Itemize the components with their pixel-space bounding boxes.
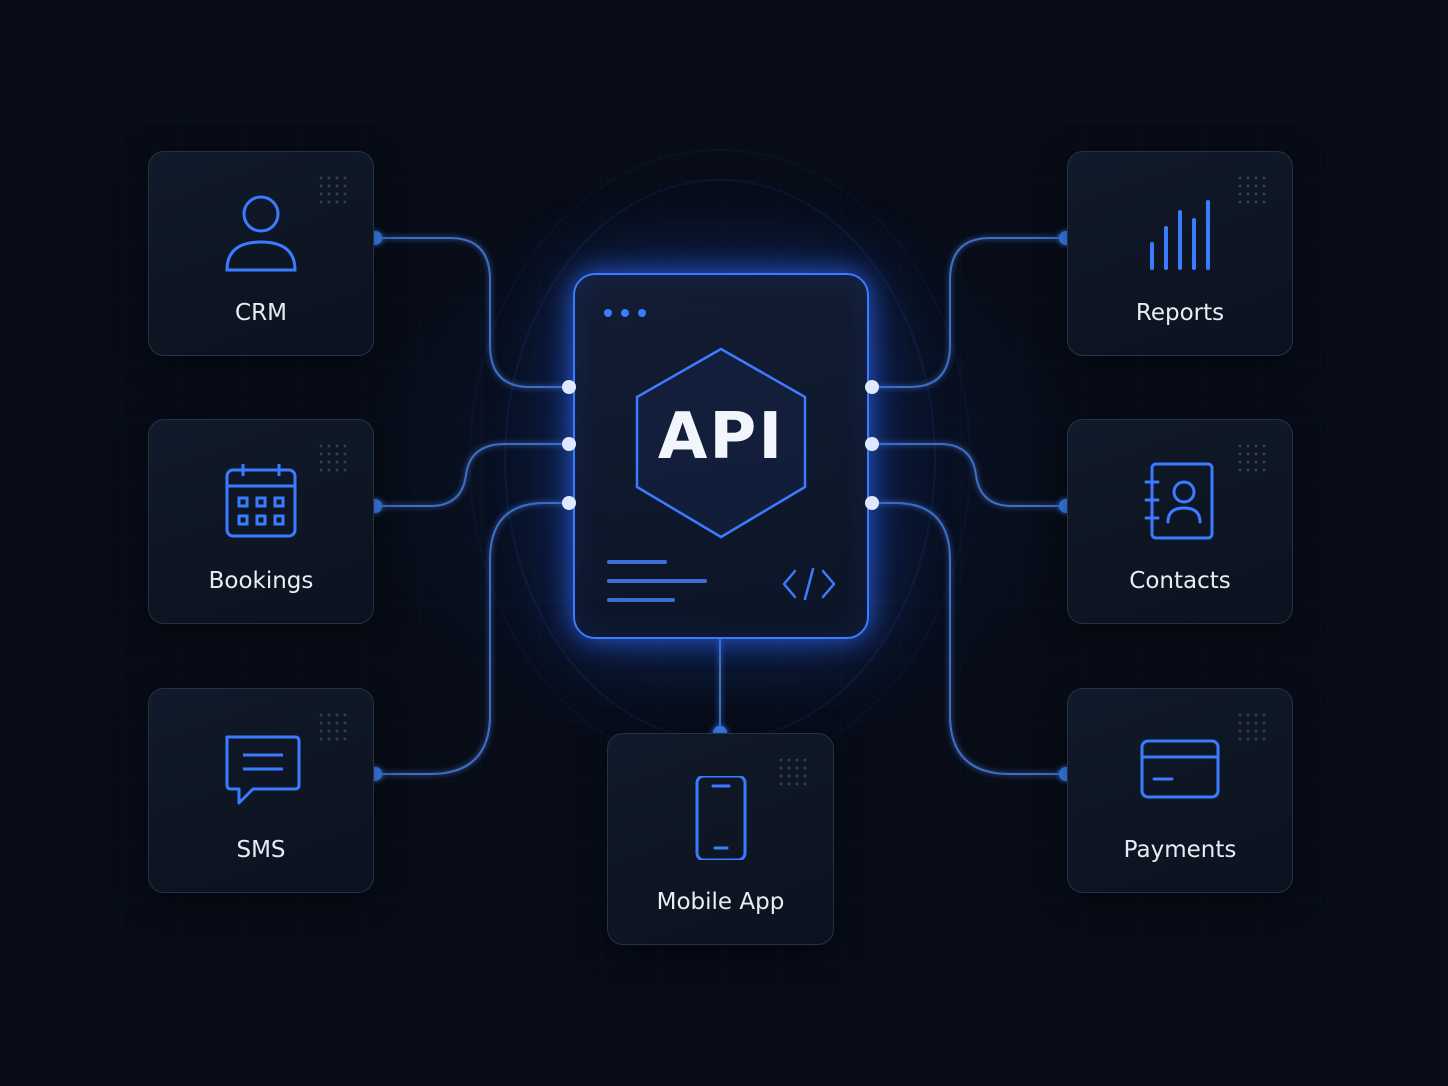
hub-title: API bbox=[657, 400, 785, 474]
node-label: Mobile App bbox=[656, 889, 785, 915]
bar-chart-icon bbox=[1150, 200, 1210, 270]
node-reports[interactable]: Reports bbox=[1067, 151, 1293, 356]
node-contacts[interactable]: Contacts bbox=[1067, 419, 1293, 624]
node-sms[interactable]: SMS bbox=[148, 688, 374, 893]
window-dot-icon bbox=[621, 309, 629, 317]
dot-grid bbox=[1236, 442, 1270, 476]
node-bookings[interactable]: Bookings bbox=[148, 419, 374, 624]
wire-reports bbox=[872, 237, 1066, 388]
text-lines-icon bbox=[607, 560, 707, 602]
hexagon-icon bbox=[635, 347, 807, 539]
node-crm[interactable]: CRM bbox=[148, 151, 374, 356]
wire-bookings bbox=[375, 443, 569, 507]
wire-sms bbox=[375, 502, 569, 775]
wire-crm bbox=[375, 237, 569, 388]
dot-grid bbox=[317, 442, 351, 476]
node-label: Bookings bbox=[208, 568, 314, 594]
api-hub[interactable] bbox=[573, 273, 869, 639]
dot-grid bbox=[777, 756, 811, 790]
wire-payments bbox=[872, 502, 1066, 775]
dot-grid bbox=[317, 711, 351, 745]
node-label: CRM bbox=[235, 300, 287, 326]
smartphone-icon bbox=[695, 776, 746, 860]
window-dot-icon bbox=[604, 309, 612, 317]
node-label: Reports bbox=[1135, 300, 1225, 326]
dot-grid bbox=[1236, 174, 1270, 208]
contact-book-icon bbox=[1144, 462, 1214, 540]
node-payments[interactable]: Payments bbox=[1067, 688, 1293, 893]
code-icon bbox=[782, 567, 836, 601]
node-mobile-app[interactable]: Mobile App bbox=[607, 733, 834, 945]
user-icon bbox=[225, 195, 297, 272]
chat-bubble-icon bbox=[225, 735, 301, 805]
node-label: SMS bbox=[236, 837, 286, 863]
dot-grid bbox=[317, 174, 351, 208]
window-dot-icon bbox=[638, 309, 646, 317]
wire-contacts bbox=[872, 443, 1066, 507]
calendar-icon bbox=[225, 464, 297, 538]
credit-card-icon bbox=[1140, 739, 1220, 799]
dot-grid bbox=[1236, 711, 1270, 745]
node-label: Contacts bbox=[1129, 568, 1231, 594]
node-label: Payments bbox=[1123, 837, 1237, 863]
hub-decoration bbox=[604, 309, 836, 602]
